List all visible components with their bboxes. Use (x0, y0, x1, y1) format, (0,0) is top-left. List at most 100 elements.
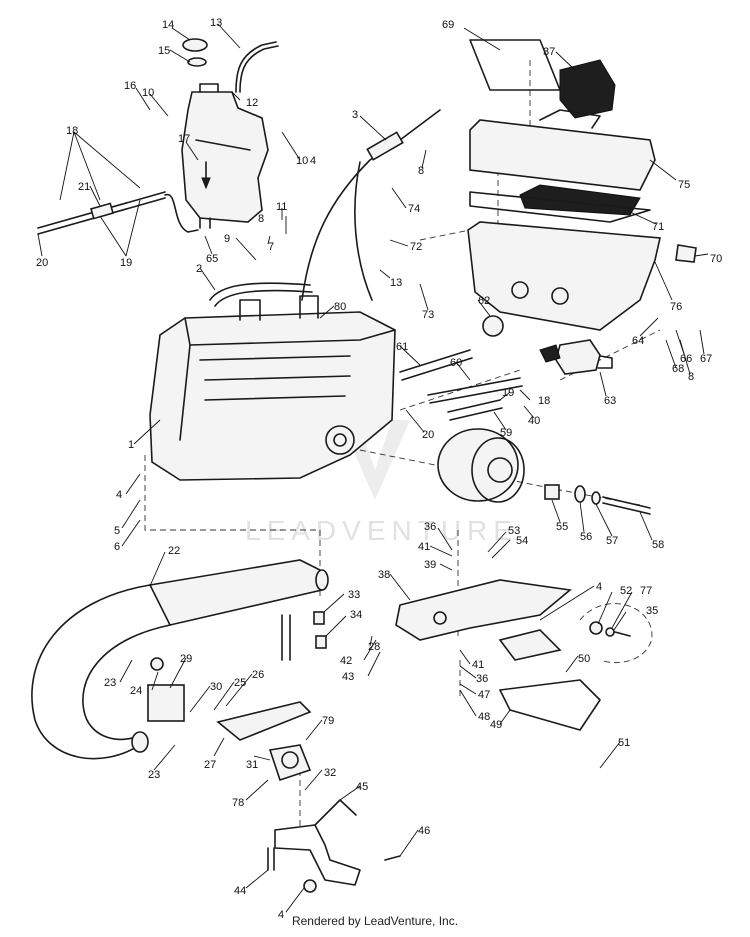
callout-54: 54 (516, 535, 528, 547)
callout-73: 73 (422, 309, 434, 321)
callout-49: 49 (490, 719, 502, 731)
pulley-guard (579, 603, 653, 664)
leader-lines (37, 23, 709, 913)
callout-61: 61 (396, 341, 408, 353)
muffler (31, 559, 329, 760)
callout-56: 56 (580, 531, 592, 543)
throttle-cable (301, 109, 441, 301)
callout-51: 51 (618, 737, 630, 749)
callout-71: 71 (652, 221, 664, 233)
callout-38: 38 (378, 569, 390, 581)
carburetor (539, 339, 613, 375)
callout-labels: 14 13 15 12 69 37 16 10 3 10 4 18 8 17 7… (36, 17, 722, 921)
callout-53: 53 (508, 525, 520, 537)
callout-79: 79 (322, 715, 334, 727)
callout-29: 29 (180, 653, 192, 665)
callout-80: 80 (334, 301, 346, 313)
callout-74: 74 (408, 203, 420, 215)
callout-45: 45 (356, 781, 368, 793)
callout-22: 22 (168, 545, 180, 557)
callout-10: 10 (296, 155, 308, 167)
callout-4: 4 (278, 909, 284, 921)
callout-30: 30 (210, 681, 222, 693)
callout-26: 26 (252, 669, 264, 681)
callout-46: 46 (418, 825, 430, 837)
callout-35: 35 (646, 605, 658, 617)
callout-50: 50 (578, 653, 590, 665)
callout-59: 59 (500, 427, 512, 439)
callout-65: 65 (206, 253, 218, 265)
callout-20: 20 (422, 429, 434, 441)
intake-rods (399, 349, 523, 421)
callout-9: 9 (224, 233, 230, 245)
callout-70: 70 (710, 253, 722, 265)
callout-2: 2 (196, 263, 202, 275)
callout-69: 69 (442, 19, 454, 31)
callout-77: 77 (640, 585, 652, 597)
callout-16: 16 (124, 80, 136, 92)
callout-63: 63 (604, 395, 616, 407)
callout-15: 15 (158, 45, 170, 57)
callout-37: 37 (543, 46, 555, 58)
callout-48: 48 (478, 711, 490, 723)
callout-31: 31 (246, 759, 258, 771)
callout-3: 3 (352, 109, 358, 121)
callout-13: 13 (390, 277, 402, 289)
mount-bracket (499, 679, 601, 731)
callout-10: 10 (142, 87, 154, 99)
callout-68: 68 (672, 363, 684, 375)
callout-40: 40 (528, 415, 540, 427)
callout-28: 28 (368, 641, 380, 653)
fuel-line-top (235, 41, 279, 93)
callout-8: 8 (418, 165, 424, 177)
callout-24: 24 (130, 685, 142, 697)
callout-67: 67 (700, 353, 712, 365)
callout-4: 4 (310, 155, 316, 167)
callout-66: 66 (680, 353, 692, 365)
callout-18: 18 (66, 125, 78, 137)
callout-23: 23 (148, 769, 160, 781)
lower-bracket (267, 799, 401, 893)
callout-75: 75 (678, 179, 690, 191)
callout-57: 57 (606, 535, 618, 547)
footer-credit: Rendered by LeadVenture, Inc. (291, 914, 459, 928)
callout-33: 33 (348, 589, 360, 601)
callout-8: 8 (688, 371, 694, 383)
callout-21: 21 (78, 181, 90, 193)
callout-12: 12 (246, 97, 258, 109)
watermark-text: LEADVENTURE (245, 515, 518, 546)
callout-19: 19 (120, 257, 132, 269)
air-silencer (467, 39, 697, 337)
callout-39: 39 (424, 559, 436, 571)
callout-60: 60 (450, 357, 462, 369)
callout-19: 19 (502, 387, 514, 399)
callout-23: 23 (104, 677, 116, 689)
callout-13: 13 (210, 17, 222, 29)
callout-7: 7 (268, 241, 274, 253)
callout-14: 14 (162, 19, 174, 31)
callout-18: 18 (538, 395, 550, 407)
callout-36: 36 (476, 673, 488, 685)
callout-5: 5 (114, 525, 120, 537)
callout-42: 42 (340, 655, 352, 667)
callout-6: 6 (114, 541, 120, 553)
exhaust-parts (147, 611, 327, 782)
callout-62: 62 (478, 295, 490, 307)
callout-11: 11 (276, 201, 287, 213)
fuel-filter-line (37, 191, 199, 235)
callout-47: 47 (478, 689, 490, 701)
callout-4: 4 (596, 581, 602, 593)
fuel-tank (181, 83, 269, 229)
engine (149, 282, 396, 481)
callout-72: 72 (410, 241, 422, 253)
fuel-cap (182, 38, 208, 67)
callout-41: 41 (418, 541, 430, 553)
callout-41: 41 (472, 659, 484, 671)
callout-1: 1 (128, 439, 134, 451)
clutch (437, 428, 651, 515)
callout-4: 4 (116, 489, 122, 501)
callout-78: 78 (232, 797, 244, 809)
callout-76: 76 (670, 301, 682, 313)
callout-44: 44 (234, 885, 246, 897)
callout-64: 64 (632, 335, 644, 347)
